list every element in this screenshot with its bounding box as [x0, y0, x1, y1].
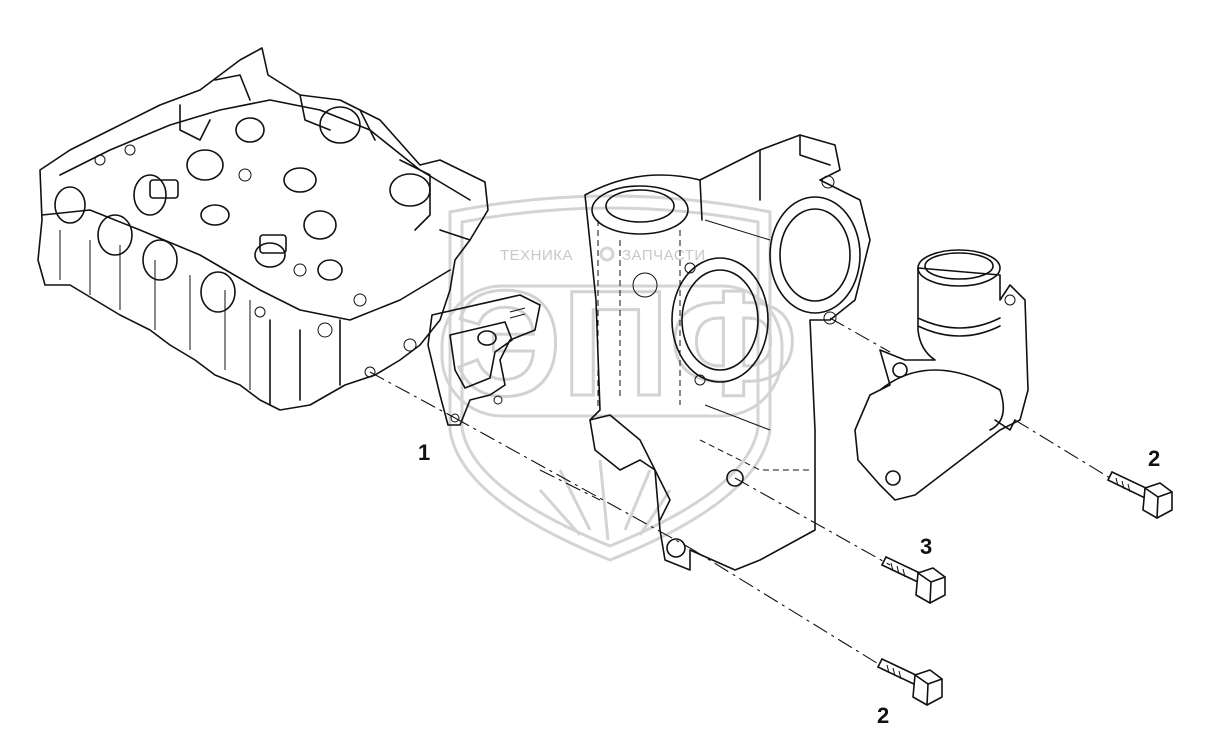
bolt-upper-right: [1107, 471, 1173, 519]
callout-bolt-lower: 2: [877, 703, 889, 728]
watermark-emblem-letters: ЭПФ: [455, 259, 798, 427]
bolt-lower: [877, 658, 943, 706]
bolt-middle: [881, 556, 946, 604]
watermark-right-text: ЗАПЧАСТИ: [622, 247, 706, 264]
thermostat-housing: [584, 134, 871, 571]
outlet-elbow: [854, 249, 1029, 501]
watermark-logo: ТЕХНИКА ЗАПЧАСТИ ЭПФ: [440, 194, 799, 562]
watermark-left-text: ТЕХНИКА: [500, 247, 573, 264]
cylinder-head: [37, 47, 489, 411]
assembly-lines: [369, 317, 1111, 666]
callout-bolt-upper-right: 2: [1148, 446, 1160, 471]
callout-bolt-middle: 3: [920, 534, 932, 559]
callout-gasket: 1: [418, 440, 430, 465]
gasket: [427, 294, 541, 426]
